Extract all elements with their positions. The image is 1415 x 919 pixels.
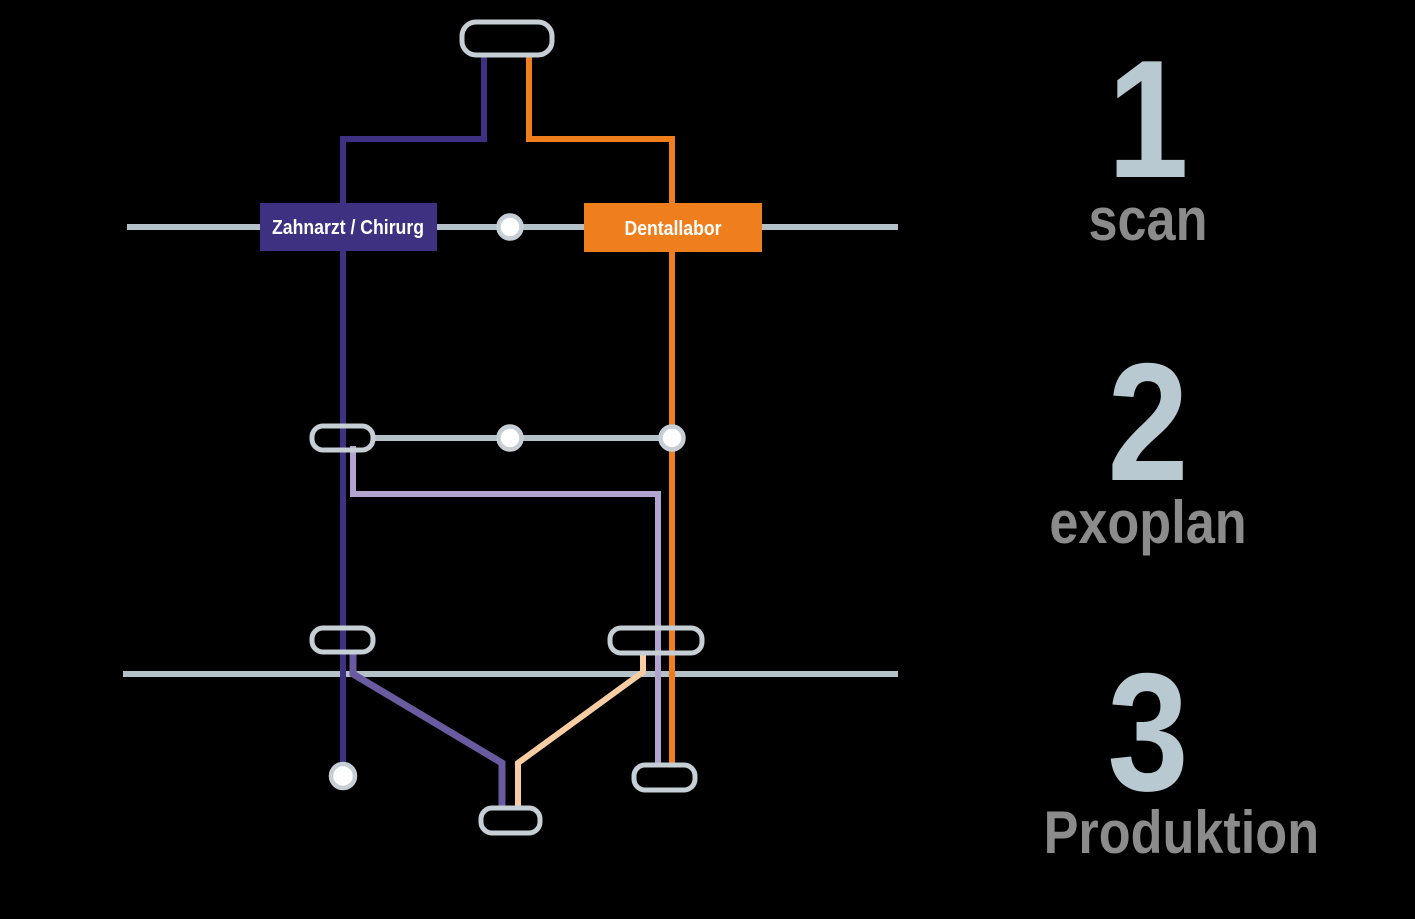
step-3-label: Produktion xyxy=(1043,799,1320,866)
dentist-box-label: Zahnarzt / Chirurg xyxy=(272,217,424,239)
step-1-number: 1 xyxy=(1107,25,1189,213)
scan-row-junction-dot xyxy=(496,213,524,241)
output-right-node xyxy=(631,762,698,793)
step-2-label: exoplan xyxy=(1049,489,1247,556)
lab-box-label: Dentallabor xyxy=(625,218,722,240)
diagram-graphic: Zahnarzt / Chirurg Dentallabor xyxy=(123,19,898,836)
dentist-flow-line xyxy=(340,53,487,772)
exoplan-left-node xyxy=(309,423,376,453)
step-3-number: 3 xyxy=(1107,638,1189,826)
production-right-node xyxy=(607,625,705,656)
step-2-exoplan: 2 exoplan xyxy=(1044,328,1253,556)
output-center-node xyxy=(478,805,543,836)
production-left-node xyxy=(309,625,376,655)
step-3-produktion: 3 Produktion xyxy=(1043,638,1320,866)
left-output-diagonal-line xyxy=(349,650,506,810)
dentist-box: Zahnarzt / Chirurg xyxy=(260,203,437,251)
dentist-box-rect xyxy=(260,203,437,251)
step-2-number: 2 xyxy=(1107,328,1189,516)
lab-box: Dentallabor xyxy=(584,203,762,252)
lab-flow-line xyxy=(526,53,675,767)
right-output-diagonal-line xyxy=(515,652,646,810)
step-1-label: scan xyxy=(1088,186,1208,253)
scan-source-node xyxy=(459,19,555,58)
exoplan-row-junction-dot xyxy=(496,424,524,452)
exoplan-merge-line xyxy=(350,446,661,767)
lab-box-rect xyxy=(584,203,762,252)
dentist-output-dot xyxy=(328,761,358,791)
exoplan-lab-junction-dot xyxy=(658,424,686,452)
step-1-scan: 1 scan xyxy=(1044,25,1253,253)
